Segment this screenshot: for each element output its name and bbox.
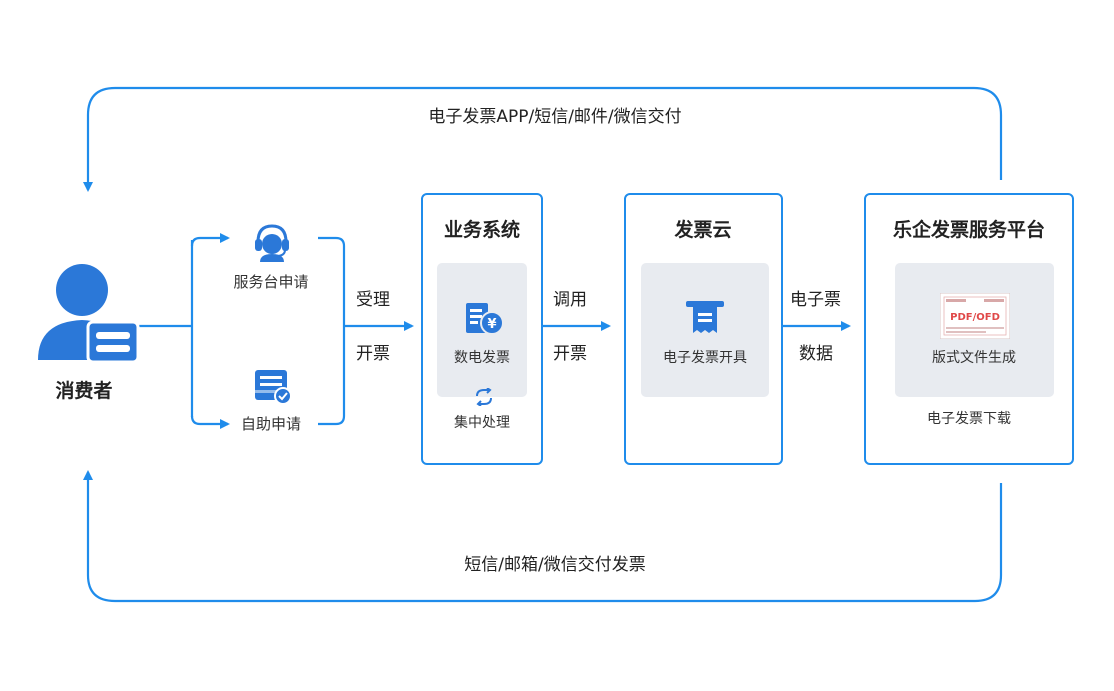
accept-label-1: 受理 bbox=[356, 290, 390, 310]
business-system-panel-label: 数电发票 bbox=[454, 350, 510, 366]
invoice-cloud-panel: 电子发票开具 bbox=[641, 263, 769, 397]
call-label-1: 调用 bbox=[553, 290, 587, 310]
bottom-return-label: 短信/邮箱/微信交付发票 bbox=[464, 555, 646, 575]
service-desk-label: 服务台申请 bbox=[233, 273, 309, 291]
branch-split-line bbox=[190, 233, 230, 247]
pdf-ofd-document-icon: PDF/OFD bbox=[940, 293, 1010, 339]
receipt-printer-icon bbox=[686, 301, 724, 333]
consumer-label: 消费者 bbox=[55, 380, 113, 402]
printer-check-icon bbox=[255, 370, 292, 405]
refresh-sync-icon bbox=[476, 388, 492, 406]
platform-panel-label: 版式文件生成 bbox=[932, 350, 1016, 366]
accept-label-2: 开票 bbox=[356, 344, 390, 364]
invoice-cloud-panel-label: 电子发票开具 bbox=[663, 350, 747, 366]
platform-box: 乐企发票服务平台 PDF/OFD 版式文件生成 电子发票下载 bbox=[864, 193, 1074, 465]
invoice-cloud-title: 发票云 bbox=[674, 219, 732, 241]
branch-lower-line bbox=[190, 415, 230, 429]
business-system-title: 业务系统 bbox=[443, 219, 521, 241]
platform-title: 乐企发票服务平台 bbox=[892, 219, 1046, 241]
top-return-line bbox=[83, 86, 1003, 192]
platform-panel: PDF/OFD 版式文件生成 bbox=[895, 263, 1054, 397]
einvoice-label-1: 电子票 bbox=[790, 290, 841, 310]
digital-invoice-yen-icon: ¥ bbox=[466, 303, 504, 335]
business-system-footer-label: 集中处理 bbox=[454, 415, 510, 431]
business-system-box: 业务系统 ¥ 数电发票 集中处理 bbox=[421, 193, 543, 465]
business-system-panel: ¥ 数电发票 bbox=[437, 263, 527, 397]
call-label-2: 开票 bbox=[553, 344, 587, 364]
merge-bracket-line bbox=[318, 236, 346, 426]
bottom-return-line bbox=[83, 470, 1003, 603]
headset-agent-icon bbox=[255, 224, 289, 262]
self-service-label: 自助申请 bbox=[240, 415, 302, 433]
invoice-cloud-box: 发票云 电子发票开具 bbox=[624, 193, 783, 465]
pdf-ofd-stamp-text: PDF/OFD bbox=[950, 312, 1000, 323]
top-return-label: 电子发票APP/短信/邮件/微信交付 bbox=[428, 107, 682, 127]
einvoice-label-2: 数据 bbox=[799, 344, 833, 364]
svg-text:¥: ¥ bbox=[487, 317, 496, 332]
person-id-card-icon bbox=[38, 264, 140, 364]
platform-footer-label: 电子发票下载 bbox=[927, 411, 1011, 427]
